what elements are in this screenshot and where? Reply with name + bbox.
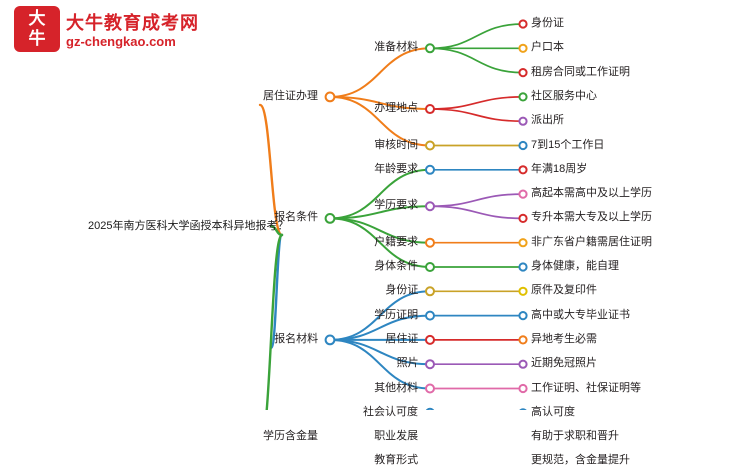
branch-label-1: 报名条件 <box>274 211 319 224</box>
leaf-label-1-1-1: 专升本需大专及以上学历 <box>531 211 652 224</box>
leaf-label-2-1-0: 高中或大专毕业证书 <box>531 308 630 321</box>
sub-label-1-1: 学历要求 <box>374 199 419 212</box>
mindmap-nodes <box>324 19 528 410</box>
branch-label-3: 学历含金量 <box>263 430 318 443</box>
sub-label-1-3: 身体条件 <box>374 260 419 272</box>
leaf-label-1-0-0: 年满18周岁 <box>531 162 588 175</box>
sub-label-2-4: 其他材料 <box>374 381 419 394</box>
sub-label-2-3: 照片 <box>396 357 419 370</box>
sub-label-3-2: 教育形式 <box>374 454 419 467</box>
mindmap-links <box>258 23 524 410</box>
leaf-label-3-0-0: 高认可度 <box>531 405 575 418</box>
leaf-label-2-3-0: 近期免冠照片 <box>531 357 597 370</box>
leaf-label-3-1-0: 有助于求职和晋升 <box>531 430 619 443</box>
sub-label-3-1: 职业发展 <box>374 430 419 443</box>
leaf-label-1-1-0: 高起本需高中及以上学历 <box>531 187 652 200</box>
leaf-label-0-2-0: 7到15个工作日 <box>531 138 605 151</box>
branch-label-0: 居住证办理 <box>263 89 318 102</box>
leaf-label-0-0-1: 户口本 <box>531 41 564 54</box>
sub-label-0-0: 准备材料 <box>374 41 419 54</box>
leaf-label-0-1-1: 派出所 <box>531 114 564 127</box>
logo-url: gz-chengkao.com <box>66 34 176 49</box>
leaf-label-2-2-0: 异地考生必需 <box>531 332 597 345</box>
sub-label-2-2: 居住证 <box>385 332 419 345</box>
leaf-label-2-4-0: 工作证明、社保证明等 <box>531 381 641 394</box>
leaf-label-2-0-0: 原件及复印件 <box>531 284 597 297</box>
sub-label-1-0: 年龄要求 <box>374 162 419 175</box>
leaf-label-1-3-0: 身体健康，能自理 <box>531 260 619 272</box>
leaf-label-1-2-0: 非广东省户籍需居住证明 <box>531 235 652 248</box>
leaf-label-3-2-0: 更规范，含金量提升 <box>531 454 630 467</box>
sub-label-0-2: 审核时间 <box>374 138 419 151</box>
leaf-label-0-0-0: 身份证 <box>531 17 564 29</box>
logo-title: 大牛教育成考网 <box>66 13 199 33</box>
root-node-label: 2025年南方医科大学函授本科异地报考？ <box>88 220 289 232</box>
leaf-label-0-0-2: 租房合同或工作证明 <box>531 65 630 78</box>
sub-label-2-0: 身份证 <box>385 284 419 297</box>
branch-label-2: 报名材料 <box>274 332 319 345</box>
sub-label-2-1: 学历证明 <box>374 308 419 321</box>
sub-label-3-0: 社会认可度 <box>363 405 418 418</box>
sub-label-1-2: 户籍要求 <box>374 235 419 248</box>
logo-badge-line1: 大 <box>28 9 46 28</box>
sub-label-0-1: 办理地点 <box>374 102 419 115</box>
mindmap-diagram: 大 牛 大牛教育成考网 gz-chengkao.com 2025年南方医科大学函… <box>14 6 652 466</box>
site-logo: 大 牛 大牛教育成考网 gz-chengkao.com <box>14 6 214 58</box>
leaf-label-0-1-0: 社区服务中心 <box>531 89 597 102</box>
logo-badge: 大 牛 <box>14 6 60 52</box>
logo-badge-line2: 牛 <box>28 29 46 48</box>
